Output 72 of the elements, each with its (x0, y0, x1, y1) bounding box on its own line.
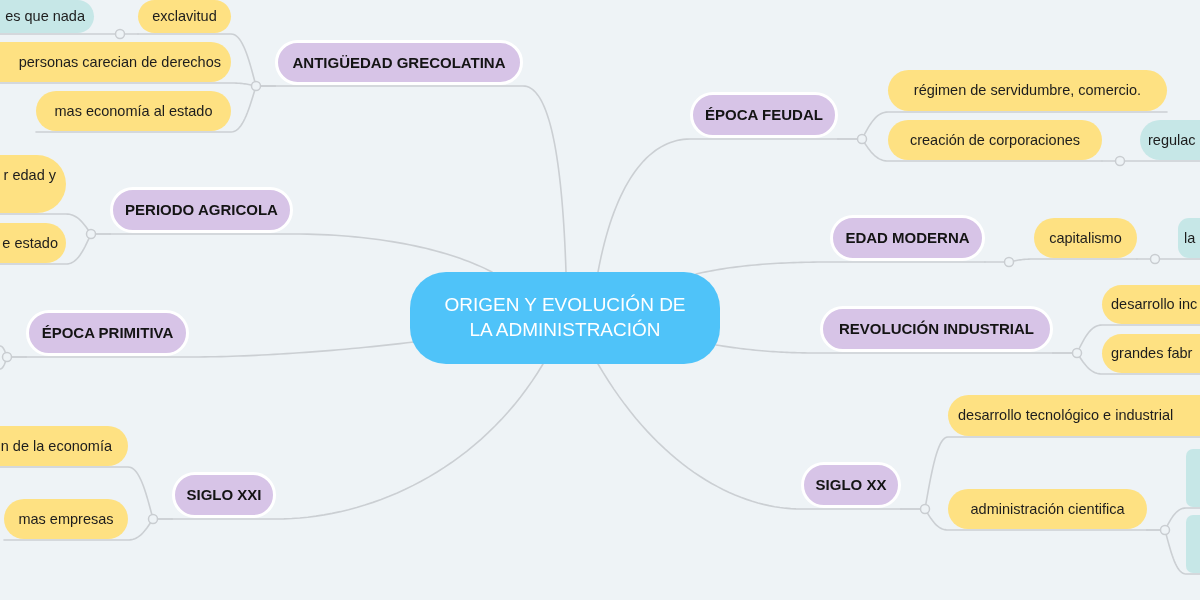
subtopic-pill (888, 120, 1102, 160)
central-topic-label: ORIGEN Y EVOLUCIÓN DE LA ADMINISTRACIÓN (443, 293, 687, 342)
subtopic-pill (948, 395, 1200, 436)
topic-label: ÉPOCA FEUDAL (705, 105, 823, 125)
subtopic-pill (36, 91, 231, 131)
connector-line (1146, 529, 1200, 575)
topic-label: SIGLO XX (815, 475, 887, 495)
connector-line (1052, 352, 1200, 375)
connector-line (597, 363, 902, 510)
subtopic-pill (948, 489, 1147, 529)
subtopic-label: mas economía al estado (54, 101, 213, 121)
subtopic-pill (138, 0, 231, 33)
subtopic-pill (1034, 218, 1137, 258)
subtopic-pill (0, 155, 66, 213)
connector-line (695, 261, 986, 275)
subtopic-pill (4, 499, 128, 539)
topic-pill (275, 40, 523, 85)
subtopic-label: grandes fabr (1111, 344, 1193, 363)
topic-pill (26, 310, 189, 356)
topic-pill (110, 187, 293, 233)
subtopic-label: exclavitud (152, 7, 217, 26)
connector-line (171, 363, 544, 520)
subtopic-label: desarrollo tecnológico e industrial (958, 406, 1174, 425)
connector-line (274, 85, 567, 273)
topic-label: REVOLUCIÓN INDUSTRIAL (839, 319, 1034, 339)
detail-pill (0, 0, 94, 33)
topic-pill (172, 472, 276, 518)
topic-pill (820, 306, 1053, 352)
connector-line (3, 518, 173, 541)
subtopic-label: n de la economía (0, 436, 112, 456)
subtopic-pill (0, 42, 231, 82)
connector-line (0, 356, 27, 370)
topic-pill (830, 215, 985, 261)
connector-line (984, 258, 1138, 263)
subtopic-label: e estado (2, 233, 58, 253)
connector-line (900, 508, 1148, 531)
topic-label: SIGLO XXI (186, 485, 262, 505)
subtopic-label: personas carecian de derechos (18, 52, 221, 72)
topic-label: ANTIGÜEDAD GRECOLATINA (292, 52, 506, 73)
topic-label: EDAD MODERNA (845, 228, 970, 248)
subtopic-label: creación de corporaciones (909, 130, 1081, 150)
topic-label: PERIODO AGRICOLA (125, 200, 278, 220)
subtopic-label: administración cientifica (970, 499, 1125, 519)
subtopic-label: desarrollo inc (1111, 295, 1198, 314)
subtopic-label: mas empresas (18, 509, 114, 529)
connector-line (837, 138, 1103, 162)
connector-line (1101, 160, 1200, 162)
detail-pill (1140, 120, 1200, 160)
detail-label: regulac (1148, 130, 1196, 150)
topic-pill (801, 462, 901, 508)
connector-line (0, 233, 111, 265)
subtopic-pill (1102, 285, 1200, 324)
detail-pill (1178, 218, 1200, 258)
subtopic-label: capitalismo (1049, 228, 1122, 248)
subtopic-pill (1102, 334, 1200, 373)
subtopic-pill (888, 70, 1167, 111)
connector-line (0, 33, 139, 35)
subtopic-label: r edad y (3, 166, 56, 185)
detail-pill (1186, 515, 1200, 573)
subtopic-pill (0, 426, 128, 466)
detail-label: es que nada (5, 7, 85, 26)
connector-line (25, 341, 415, 358)
central-topic-bubble (410, 272, 720, 364)
connector-line (597, 138, 839, 273)
connector-line (715, 344, 1054, 354)
detail-pill (1186, 449, 1200, 507)
subtopic-label: régimen de servidumbre, comercio. (913, 81, 1142, 100)
subtopic-pill (0, 223, 66, 263)
detail-label: la (1184, 228, 1196, 248)
topic-pill (690, 92, 838, 138)
topic-label: ÉPOCA PRIMITIVA (41, 323, 174, 343)
connector-line (109, 233, 493, 273)
